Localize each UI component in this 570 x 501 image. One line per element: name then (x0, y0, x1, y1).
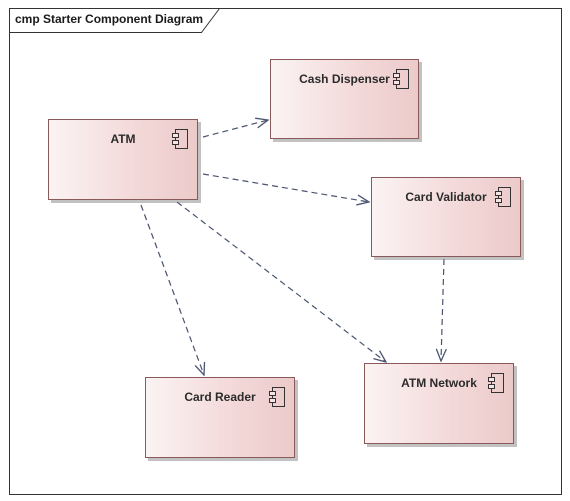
component-label: ATM (110, 132, 136, 146)
frame-border (9, 8, 562, 495)
component-card-reader[interactable]: Card Reader (145, 377, 295, 458)
component-icon (269, 387, 285, 407)
component-label: Card Reader (184, 390, 256, 404)
component-atm[interactable]: ATM (48, 119, 198, 200)
component-icon (495, 187, 511, 207)
component-cash-dispenser[interactable]: Cash Dispenser (270, 59, 419, 139)
frame-title-tab (9, 8, 220, 33)
component-label: Cash Dispenser (299, 72, 390, 86)
component-label: Card Validator (405, 190, 487, 204)
component-label: ATM Network (401, 376, 477, 390)
component-icon (393, 69, 409, 89)
diagram-title: cmp Starter Component Diagram (15, 12, 204, 26)
dependency-atm-card-validator (202, 173, 369, 202)
dependency-atm-cash-dispenser (202, 120, 268, 138)
dependency-atm-network (176, 201, 386, 362)
dependency-atm-card-reader (140, 204, 204, 375)
component-atm-network[interactable]: ATM Network (364, 363, 514, 444)
component-card-validator[interactable]: Card Validator (371, 177, 521, 257)
component-icon (172, 129, 188, 149)
component-icon (488, 373, 504, 393)
dependency-card-validator-atm-network (441, 258, 444, 361)
